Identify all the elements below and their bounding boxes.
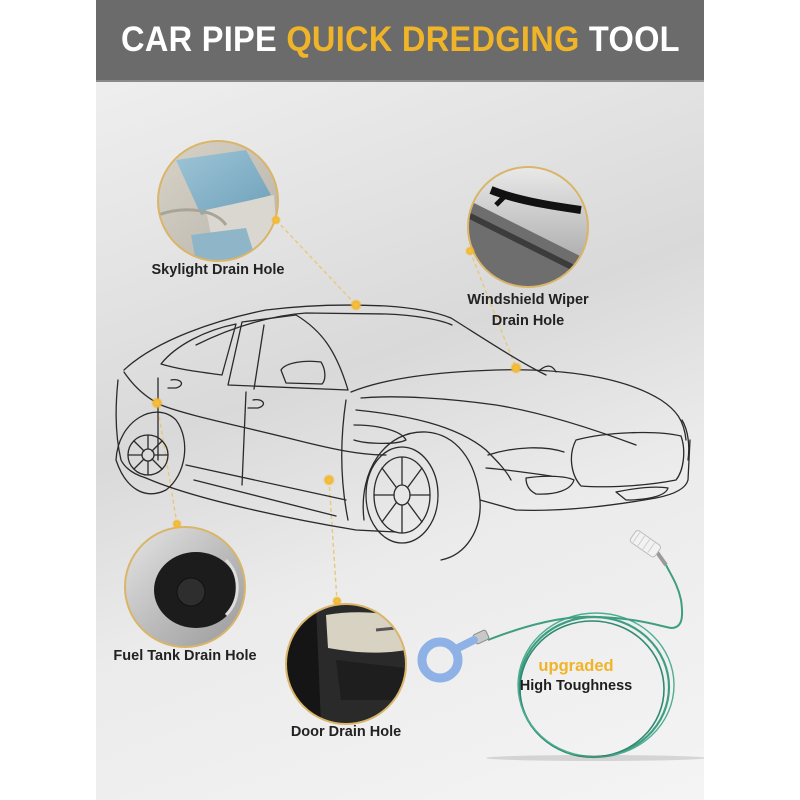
car-drawing bbox=[115, 304, 691, 561]
car-outline-illustration bbox=[115, 140, 704, 761]
badge-upgraded: upgraded bbox=[538, 657, 614, 675]
windshield-label-line1: Windshield Wiper bbox=[467, 292, 589, 308]
title-highlight: QUICK DREDGING bbox=[285, 20, 580, 59]
title-banner: CAR PIPE QUICK DREDGING TOOL bbox=[96, 0, 704, 82]
skylight-photo bbox=[158, 141, 278, 261]
fuel-tank-photo bbox=[125, 527, 245, 647]
fuel-tank-drain-label: Fuel Tank Drain Hole bbox=[113, 648, 257, 664]
windshield-wiper-drain-label: Windshield Wiper Drain Hole bbox=[456, 290, 600, 332]
windshield-label-line2: Drain Hole bbox=[491, 313, 565, 329]
title-suffix: TOOL bbox=[579, 20, 680, 59]
product-poster: CAR PIPE QUICK DREDGING TOOL bbox=[96, 0, 704, 800]
page-title: CAR PIPE QUICK DREDGING TOOL bbox=[121, 20, 680, 60]
title-prefix: CAR PIPE bbox=[120, 20, 286, 59]
drain-cleaning-tool bbox=[417, 530, 684, 759]
feature-badge: upgraded High Toughness bbox=[506, 657, 646, 694]
badge-high-toughness: High Toughness bbox=[519, 678, 633, 694]
windshield-wiper-photo bbox=[468, 167, 588, 287]
tool-shadow bbox=[486, 755, 704, 761]
hotspot-dots bbox=[151, 215, 522, 606]
door-photo bbox=[286, 604, 406, 724]
skylight-drain-label: Skylight Drain Hole bbox=[151, 262, 285, 278]
door-drain-label: Door Drain Hole bbox=[290, 724, 402, 740]
